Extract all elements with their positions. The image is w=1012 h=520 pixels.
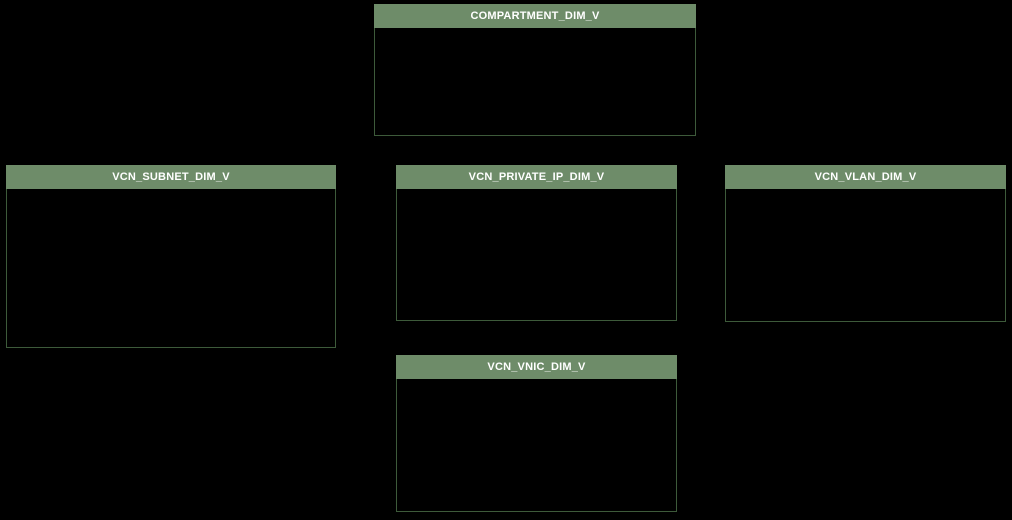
entity-title-vcn-subnet-dim-v: VCN_SUBNET_DIM_V: [6, 165, 336, 189]
entity-title-compartment-dim-v: COMPARTMENT_DIM_V: [374, 4, 696, 28]
entity-body-vcn-vlan-dim-v: [726, 189, 1005, 321]
entity-body-compartment-dim-v: [375, 28, 695, 135]
entity-title-vcn-vlan-dim-v: VCN_VLAN_DIM_V: [725, 165, 1006, 189]
entity-body-vcn-subnet-dim-v: [7, 189, 335, 347]
entity-title-vcn-vnic-dim-v: VCN_VNIC_DIM_V: [396, 355, 677, 379]
entity-vcn-vlan-dim-v[interactable]: VCN_VLAN_DIM_V: [725, 165, 1006, 322]
entity-vcn-vnic-dim-v[interactable]: VCN_VNIC_DIM_V: [396, 355, 677, 512]
entity-vcn-subnet-dim-v[interactable]: VCN_SUBNET_DIM_V: [6, 165, 336, 348]
entity-vcn-private-ip-dim-v[interactable]: VCN_PRIVATE_IP_DIM_V: [396, 165, 677, 321]
entity-compartment-dim-v[interactable]: COMPARTMENT_DIM_V: [374, 4, 696, 136]
entity-title-vcn-private-ip-dim-v: VCN_PRIVATE_IP_DIM_V: [396, 165, 677, 189]
entity-body-vcn-vnic-dim-v: [397, 379, 676, 511]
entity-body-vcn-private-ip-dim-v: [397, 189, 676, 320]
